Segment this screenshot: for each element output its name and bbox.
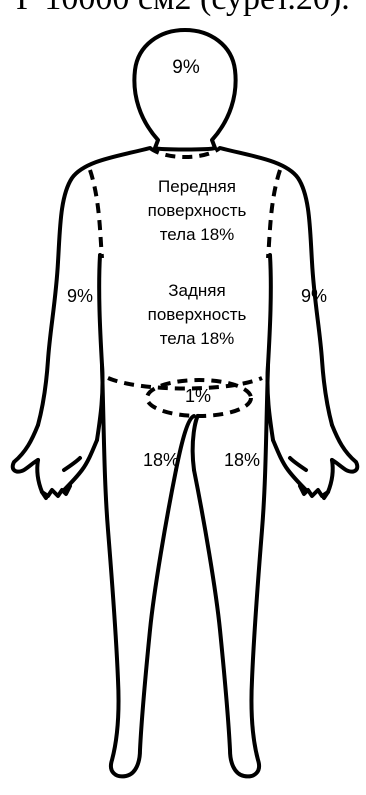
right-shoulder-dashed-line [268, 170, 280, 258]
label-left-arm: 9% [67, 286, 93, 306]
label-back-2: поверхность [148, 305, 247, 324]
label-back-1: Задняя [168, 281, 225, 300]
label-right-leg: 18% [224, 450, 260, 470]
left-leg-outline [102, 365, 176, 776]
left-forearm-outline [13, 425, 38, 472]
right-hand [273, 440, 333, 498]
label-front-1: Передняя [158, 177, 236, 196]
label-head: 9% [172, 57, 200, 78]
inner-thigh-line [176, 416, 198, 470]
left-hand [37, 440, 97, 498]
left-shoulder-dashed-line [90, 170, 102, 258]
label-back-3: тела 18% [160, 329, 235, 348]
label-left-leg: 18% [143, 450, 179, 470]
label-right-arm: 9% [301, 286, 327, 306]
label-groin: 1% [185, 386, 211, 406]
right-forearm-outline [332, 425, 357, 472]
label-front-3: тела 18% [160, 225, 235, 244]
label-front-2: поверхность [148, 201, 247, 220]
head-outline [134, 30, 235, 150]
right-leg-outline [194, 365, 268, 776]
